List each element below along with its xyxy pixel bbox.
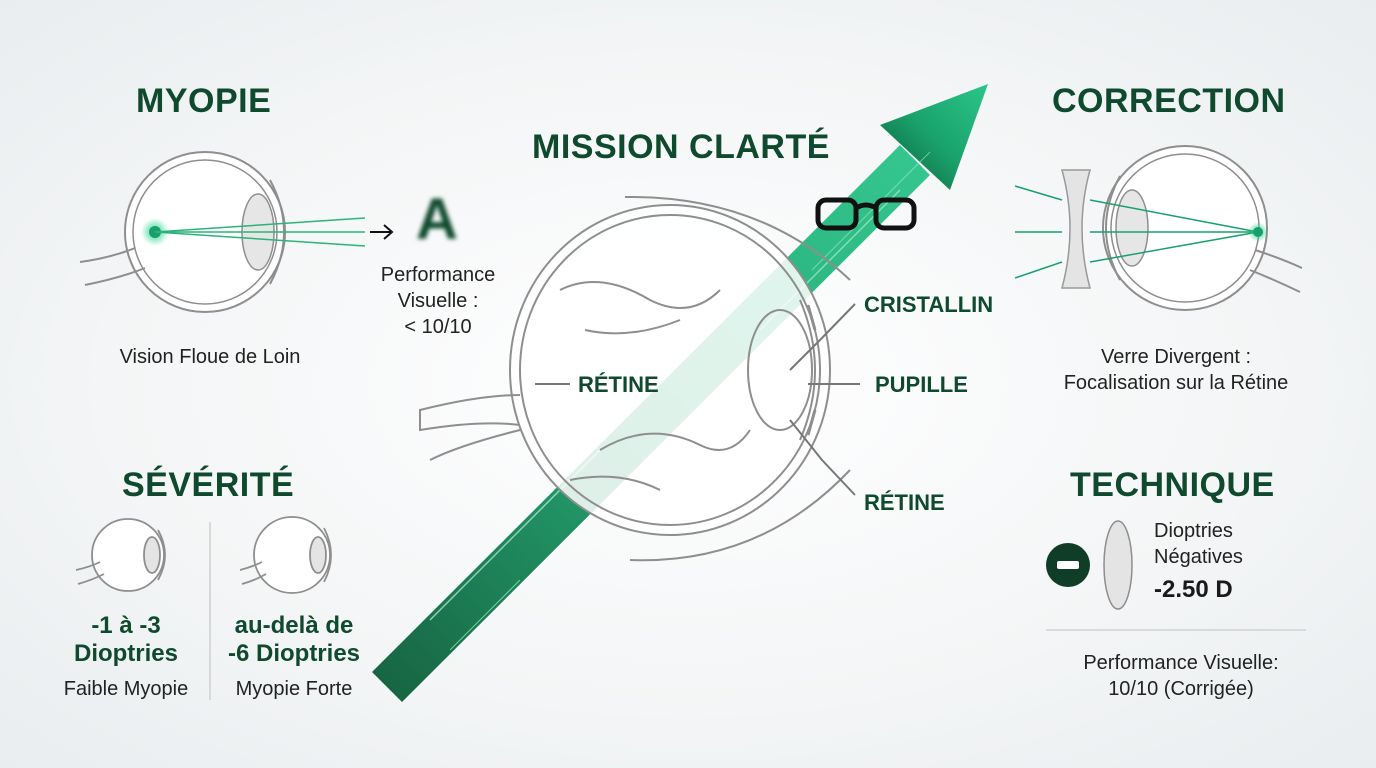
severity-high-label: Myopie Forte — [235, 678, 353, 700]
technique-text-line1: Dioptries — [1154, 520, 1233, 542]
lens-icon — [1103, 520, 1133, 610]
technique-value: -2.50 D — [1154, 576, 1233, 603]
severity-high-eye-icon — [239, 516, 332, 594]
glasses-icon — [815, 197, 917, 231]
technique-text-line2: Négatives — [1154, 546, 1243, 568]
label-cristallin: CRISTALLIN — [864, 292, 994, 317]
myopie-caption: Vision Floue de Loin — [119, 346, 301, 368]
severity-low-range-line1: -1 à -3 — [91, 612, 161, 639]
blurred-letter: A — [416, 187, 458, 252]
technique-perf-line2: 10/10 (Corrigée) — [1108, 678, 1254, 700]
page-title: MISSION CLARTÉ — [532, 128, 830, 166]
technique-title: TECHNIQUE — [1070, 466, 1275, 504]
technique-perf-line1: Performance Visuelle: — [1083, 652, 1279, 674]
central-eye-diagram — [419, 195, 860, 562]
myopie-perf-line1: Performance — [380, 264, 496, 286]
correction-caption-line2: Focalisation sur la Rétine — [1063, 372, 1289, 394]
myopie-title: MYOPIE — [136, 82, 272, 120]
severity-low-range-line2: Dioptries — [73, 640, 178, 667]
severity-high-range-line1: au-delà de — [234, 612, 354, 639]
severite-title: SÉVÉRITÉ — [122, 466, 295, 504]
severity-low-label: Faible Myopie — [63, 678, 189, 700]
minus-icon — [1046, 543, 1090, 587]
correction-eye-icon — [1014, 145, 1303, 311]
concave-lens-icon — [1061, 169, 1091, 289]
myopie-perf-line3: < 10/10 — [404, 316, 472, 338]
label-retine-right: RÉTINE — [864, 490, 945, 515]
myopia-eye-icon — [79, 151, 394, 313]
correction-title: CORRECTION — [1052, 82, 1286, 120]
severity-high-range-line2: -6 Dioptries — [227, 640, 361, 667]
label-retine-left: RÉTINE — [578, 372, 659, 397]
severity-low-eye-icon — [75, 518, 166, 592]
myopie-perf-line2: Visuelle : — [397, 290, 479, 312]
label-pupille: PUPILLE — [875, 372, 968, 397]
correction-caption-line1: Verre Divergent : — [1100, 346, 1252, 368]
